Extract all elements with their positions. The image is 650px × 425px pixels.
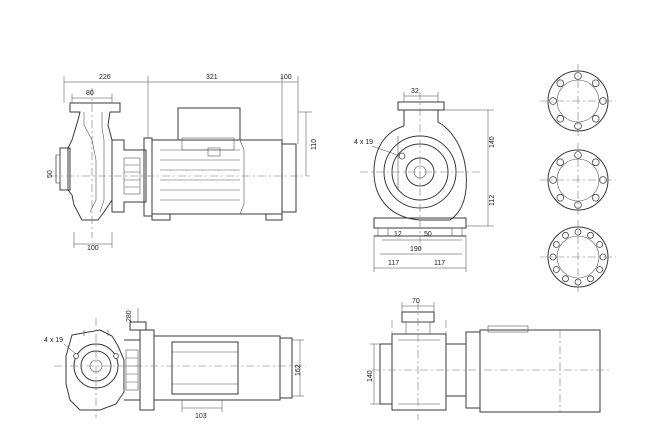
- dim-190: 190: [410, 246, 422, 253]
- flange-8-hole-b: [540, 143, 616, 217]
- dim-4x19-side: 4 x 19: [354, 139, 373, 146]
- flange-column: [540, 64, 616, 294]
- dim-117-right: 117: [434, 260, 445, 267]
- dim-103: 103: [195, 413, 207, 420]
- dim-280: 280: [126, 310, 133, 322]
- dim-140-side: 140: [489, 136, 496, 148]
- flange-12-hole: [540, 220, 616, 294]
- rear-view: [370, 302, 612, 420]
- dim-117-left: 117: [388, 260, 399, 267]
- dim-112: 112: [489, 195, 496, 206]
- front-view: [50, 76, 312, 248]
- dim-32: 32: [411, 88, 419, 95]
- top-view: [54, 308, 306, 418]
- side-view: [360, 92, 494, 272]
- dim-4x19-top: 4 x 19: [44, 337, 63, 344]
- dim-321: 321: [206, 74, 218, 81]
- dim-50: 50: [47, 170, 54, 178]
- dim-70: 70: [412, 298, 420, 305]
- dim-140-rear: 140: [367, 370, 374, 382]
- dim-226: 226: [99, 74, 111, 81]
- dim-100-bottom: 100: [87, 245, 99, 252]
- dim-12: 12: [394, 231, 402, 238]
- flange-8-hole: [540, 64, 616, 138]
- dim-110: 110: [311, 139, 318, 150]
- dim-80: 80: [86, 90, 94, 97]
- dim-100-top: 100: [280, 74, 292, 81]
- dim-50-side: 50: [424, 231, 432, 238]
- dim-162: 162: [295, 364, 302, 376]
